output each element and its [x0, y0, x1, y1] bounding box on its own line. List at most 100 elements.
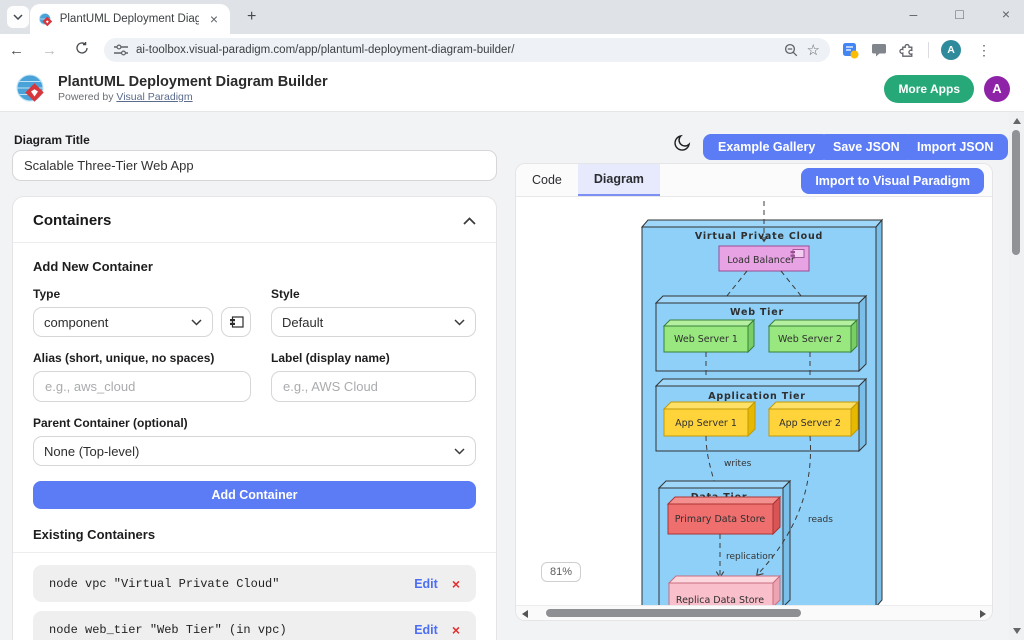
user-avatar[interactable]: A — [984, 75, 1010, 102]
browser-toolbar: ← → ai-toolbox.visual-paradigm.com/app/p… — [0, 34, 1024, 66]
application-tier-label: Application Tier — [708, 391, 806, 402]
vp-favicon-icon — [39, 12, 53, 26]
style-select-value: Default — [282, 314, 324, 330]
vpc-label: Virtual Private Cloud — [695, 231, 823, 242]
style-label: Style — [271, 287, 300, 301]
replication-label: replication — [726, 552, 773, 562]
scroll-down-arrow-icon[interactable] — [1012, 628, 1021, 634]
load-balancer-label: Load Balancer — [727, 255, 795, 266]
reload-button[interactable] — [66, 41, 98, 59]
style-select[interactable]: Default — [271, 307, 476, 337]
type-preview-button[interactable] — [221, 307, 251, 337]
visual-paradigm-link[interactable]: Visual Paradigm — [116, 90, 193, 103]
browser-tab-strip: PlantUML Deployment Diagram Builder × + … — [0, 0, 1024, 34]
diagram-title-label: Diagram Title — [14, 133, 90, 147]
web-server-2-label: Web Server 2 — [778, 334, 842, 345]
reload-icon — [76, 42, 88, 54]
alias-input[interactable] — [33, 371, 251, 402]
existing-containers-title: Existing Containers — [33, 527, 156, 542]
primary-data-store-label: Primary Data Store — [675, 514, 766, 525]
dark-mode-toggle[interactable] — [672, 133, 692, 158]
back-button[interactable]: ← — [9, 41, 24, 59]
chevron-down-icon — [191, 318, 202, 326]
type-label: Type — [33, 287, 61, 301]
parent-container-value: None (Top-level) — [44, 443, 140, 459]
save-json-button[interactable]: Save JSON — [818, 134, 915, 160]
example-gallery-button[interactable]: Example Gallery — [703, 134, 831, 160]
container-code: node vpc "Virtual Private Cloud" — [49, 576, 280, 591]
scroll-up-arrow-icon[interactable] — [1012, 118, 1021, 124]
writes-label: writes — [724, 459, 752, 469]
maximize-button[interactable]: □ — [955, 6, 964, 22]
comment-icon[interactable] — [871, 43, 887, 57]
forward-button[interactable]: → — [42, 41, 57, 59]
chrome-profile-avatar[interactable]: A — [941, 40, 961, 60]
import-json-button[interactable]: Import JSON — [902, 134, 1009, 160]
app-title: PlantUML Deployment Diagram Builder — [58, 74, 328, 91]
type-select-value: component — [44, 314, 109, 330]
app-server-2-label: App Server 2 — [779, 418, 841, 429]
parent-container-label: Parent Container (optional) — [33, 416, 188, 430]
tab-search-caret-button[interactable] — [7, 6, 29, 28]
tab-diagram[interactable]: Diagram — [577, 164, 660, 196]
containers-title: Containers — [33, 212, 112, 229]
component-icon — [790, 249, 805, 258]
delete-x-icon[interactable]: × — [451, 575, 460, 592]
chrome-menu-icon[interactable]: ⋮ — [977, 41, 991, 58]
extensions-puzzle-icon[interactable] — [899, 42, 916, 59]
edit-button[interactable]: Edit — [414, 576, 438, 591]
powered-by-text: Powered by — [58, 90, 114, 103]
code-diagram-tabs: Code Diagram Import to Visual Paradigm — [516, 164, 992, 197]
scroll-right-arrow-icon[interactable] — [980, 610, 986, 618]
add-new-container-title: Add New Container — [33, 259, 153, 274]
horizontal-scroll-thumb[interactable] — [546, 609, 801, 617]
close-button[interactable]: × — [1001, 6, 1010, 22]
page-content: Diagram Title Containers Add New Contain… — [0, 112, 1024, 640]
more-apps-button[interactable]: More Apps — [884, 74, 974, 103]
type-select[interactable]: component — [33, 307, 213, 337]
browser-tab[interactable]: PlantUML Deployment Diagram Builder × — [30, 4, 230, 34]
site-settings-icon[interactable] — [114, 44, 128, 56]
import-to-vp-button[interactable]: Import to Visual Paradigm — [801, 168, 984, 194]
zoom-out-icon[interactable] — [784, 43, 799, 58]
bookmark-star-icon[interactable]: ☆ — [806, 42, 820, 59]
alias-label: Alias (short, unique, no spaces) — [33, 351, 215, 365]
vp-logo-icon — [16, 73, 44, 102]
chevron-up-icon[interactable] — [463, 216, 476, 225]
moon-icon — [674, 134, 691, 151]
chevron-down-icon — [454, 447, 465, 455]
tab-title: PlantUML Deployment Diagram Builder — [59, 13, 199, 25]
tab-close-icon[interactable]: × — [209, 11, 218, 27]
diagram-viewport[interactable]: Virtual Private Cloud Load Balancer Web … — [517, 201, 992, 606]
containers-card: Containers Add New Container Type compon… — [12, 196, 497, 640]
diagram-title-input[interactable] — [12, 150, 497, 181]
app-server-1-label: App Server 1 — [675, 418, 737, 429]
url-text[interactable]: ai-toolbox.visual-paradigm.com/app/plant… — [136, 44, 515, 56]
container-row-web-tier: node web_tier "Web Tier" (in vpc) Edit × — [33, 611, 476, 640]
add-container-button[interactable]: Add Container — [33, 481, 476, 509]
app-header: PlantUML Deployment Diagram Builder Powe… — [0, 66, 1024, 112]
web-tier-label: Web Tier — [730, 307, 784, 318]
scroll-left-arrow-icon[interactable] — [522, 610, 528, 618]
extension-icon[interactable] — [842, 42, 859, 59]
containers-card-header[interactable]: Containers — [13, 197, 496, 243]
parent-container-select[interactable]: None (Top-level) — [33, 436, 476, 466]
container-code: node web_tier "Web Tier" (in vpc) — [49, 622, 287, 637]
tab-code[interactable]: Code — [532, 173, 562, 187]
horizontal-scrollbar[interactable] — [516, 605, 992, 620]
address-bar[interactable]: ai-toolbox.visual-paradigm.com/app/plant… — [104, 38, 830, 62]
container-row-vpc: node vpc "Virtual Private Cloud" Edit × — [33, 565, 476, 602]
edit-button[interactable]: Edit — [414, 622, 438, 637]
chevron-down-icon — [454, 318, 465, 326]
web-server-1-label: Web Server 1 — [674, 334, 738, 345]
new-tab-button[interactable]: + — [247, 8, 257, 25]
component-icon — [229, 316, 244, 328]
minimize-button[interactable]: – — [909, 6, 918, 22]
page-vertical-scrollbar[interactable] — [1009, 112, 1024, 640]
diagram-panel: Code Diagram Import to Visual Paradigm V… — [515, 163, 993, 621]
divider — [13, 552, 496, 553]
vertical-scroll-thumb[interactable] — [1012, 130, 1020, 255]
label-label: Label (display name) — [271, 351, 390, 365]
delete-x-icon[interactable]: × — [451, 621, 460, 638]
label-input[interactable] — [271, 371, 476, 402]
